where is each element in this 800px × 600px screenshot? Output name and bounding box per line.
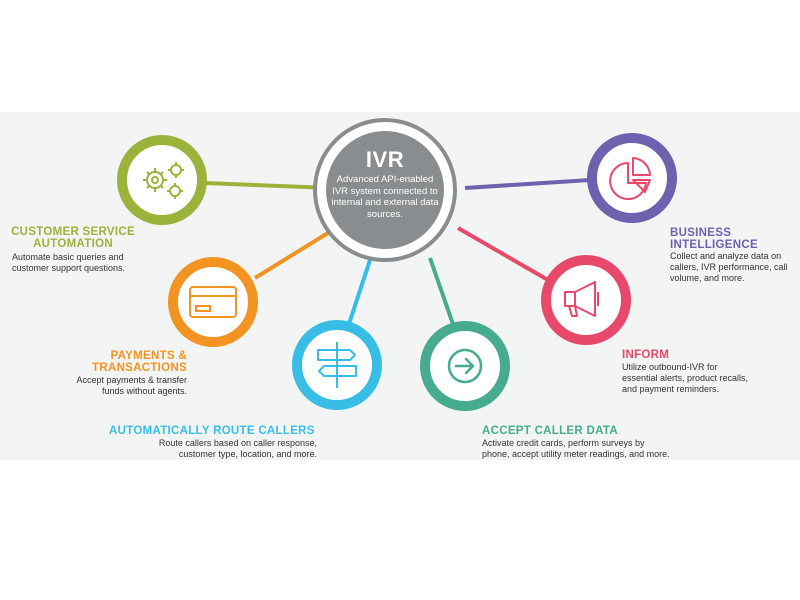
route-description: Route callers based on caller response, … xyxy=(100,438,317,460)
pie-chart-icon xyxy=(609,157,651,200)
accept-desc-line1: Activate credit cards, perform surveys b… xyxy=(482,438,645,448)
payments-desc-line1: Accept payments & transfer xyxy=(76,375,187,385)
ivr-hub xyxy=(313,118,457,262)
connector-inform xyxy=(456,226,550,282)
signpost-icon xyxy=(317,342,357,388)
connectors xyxy=(204,178,591,331)
hub-description: Advanced API-enabled IVR system connecte… xyxy=(331,174,439,220)
payments-description: Accept payments & transfer funds without… xyxy=(40,375,187,397)
inform-title: INFORM xyxy=(622,349,670,361)
connector-bi xyxy=(464,178,591,190)
bi-desc-line2: callers, IVR performance, call xyxy=(670,262,788,272)
accept-desc-line2: phone, accept utility meter readings, an… xyxy=(482,449,670,459)
credit-card-icon xyxy=(189,286,237,318)
connector-route xyxy=(345,259,372,331)
customer-service-desc-line2: customer support questions. xyxy=(12,263,126,273)
node-inform xyxy=(541,255,631,345)
node-route xyxy=(292,320,382,410)
route-title: AUTOMATICALLY ROUTE CALLERS xyxy=(109,425,315,437)
customer-service-title: CUSTOMER SERVICE AUTOMATION xyxy=(8,226,138,250)
bi-title-line1: BUSINESS xyxy=(670,227,732,239)
bi-title: BUSINESS INTELLIGENCE xyxy=(670,227,758,251)
payments-desc-line2: funds without agents. xyxy=(101,386,187,396)
node-ring xyxy=(587,133,677,223)
gears-icon xyxy=(143,162,184,199)
bi-desc-line1: Collect and analyze data on xyxy=(670,251,782,261)
inform-desc-line2: essential alerts, product recalls, xyxy=(622,373,749,383)
megaphone-icon xyxy=(564,281,599,317)
connector-customer-service xyxy=(204,181,331,190)
inform-description: Utilize outbound-IVR for essential alert… xyxy=(622,362,748,395)
hub-title: IVR xyxy=(365,147,405,172)
connector-accept xyxy=(428,257,457,331)
node-payments xyxy=(168,257,258,347)
hub-text: IVR Advanced API-enabled IVR system conn… xyxy=(330,148,440,220)
payments-title-line2: TRANSACTIONS xyxy=(92,362,187,374)
node-customer-service xyxy=(117,135,207,225)
bi-description: Collect and analyze data on callers, IVR… xyxy=(670,251,788,284)
connector-payments xyxy=(253,226,338,280)
customer-service-description: Automate basic queries and customer supp… xyxy=(12,252,125,274)
customer-service-desc-line1: Automate basic queries and xyxy=(12,252,124,262)
accept-title: ACCEPT CALLER DATA xyxy=(482,425,618,437)
node-ring xyxy=(541,255,631,345)
route-desc-line1: Route callers based on caller response, xyxy=(158,438,317,448)
route-desc-line2: customer type, location, and more. xyxy=(178,449,317,459)
node-ring xyxy=(168,257,258,347)
payments-title: PAYMENTS & TRANSACTIONS xyxy=(60,350,187,374)
customer-service-title-line2: AUTOMATION xyxy=(33,238,113,250)
bi-desc-line3: volume, and more. xyxy=(670,273,745,283)
inform-desc-line1: Utilize outbound-IVR for xyxy=(622,362,718,372)
bi-title-line2: INTELLIGENCE xyxy=(670,239,758,251)
node-accept xyxy=(420,321,510,411)
inform-desc-line3: and payment reminders. xyxy=(622,384,720,394)
accept-description: Activate credit cards, perform surveys b… xyxy=(482,438,670,460)
node-bi xyxy=(587,133,677,223)
arrow-right-icon xyxy=(447,348,483,384)
hub-inner-circle xyxy=(326,131,444,249)
payments-title-line1: PAYMENTS & xyxy=(110,350,187,362)
customer-service-title-line1: CUSTOMER SERVICE xyxy=(11,226,135,238)
